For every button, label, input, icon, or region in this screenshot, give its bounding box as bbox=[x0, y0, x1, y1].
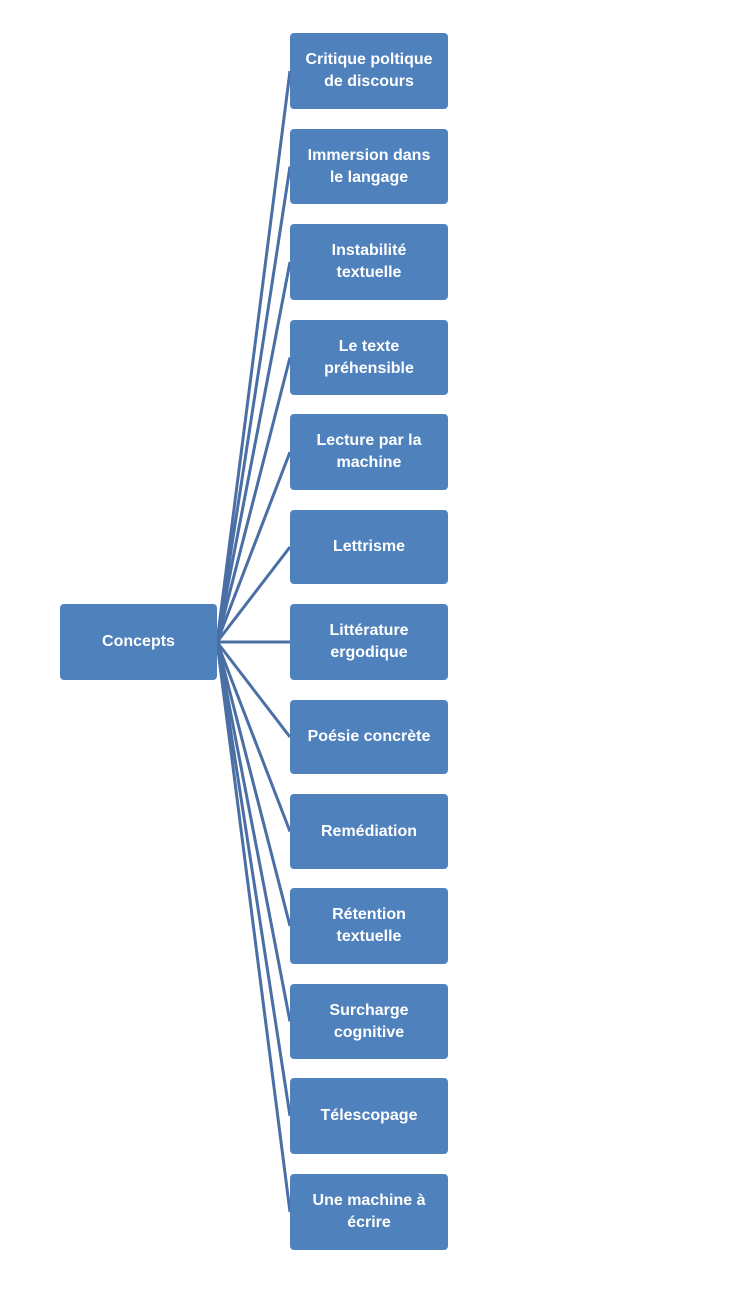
child-node-remediation[interactable]: Remédiation bbox=[290, 794, 448, 869]
connector-line bbox=[215, 451, 292, 643]
child-node-label: Le texte préhensible bbox=[324, 337, 414, 377]
connector-line bbox=[215, 641, 292, 927]
child-node-label: Littérature ergodique bbox=[329, 622, 409, 661]
connector-line bbox=[215, 641, 292, 738]
connector-line bbox=[215, 357, 292, 643]
child-node-label: Critique poltique de discours bbox=[305, 51, 433, 90]
child-node-label: Instabilité textuelle bbox=[331, 242, 407, 281]
connector-line bbox=[215, 261, 292, 643]
connector-line bbox=[215, 546, 292, 643]
root-node-label: Concepts bbox=[102, 633, 175, 650]
child-node-label: Poésie concrète bbox=[307, 728, 431, 745]
connector-line bbox=[215, 641, 292, 1213]
child-node-label: Surcharge cognitive bbox=[329, 1001, 409, 1041]
child-node-label: Immersion dans le langage bbox=[307, 146, 431, 186]
child-node-poesie-concrete[interactable]: Poésie concrète bbox=[290, 700, 448, 774]
connector-line bbox=[215, 641, 292, 1022]
child-node-lecture-machine[interactable]: Lecture par la machine bbox=[290, 414, 448, 490]
child-node-label: Une machine à écrire bbox=[312, 1192, 426, 1231]
child-node-machine-a-ecrire[interactable]: Une machine à écrire bbox=[290, 1174, 448, 1250]
child-node-label: Lecture par la machine bbox=[316, 432, 422, 471]
connector-line bbox=[215, 166, 292, 643]
child-node-retention-textuelle[interactable]: Rétention textuelle bbox=[290, 888, 448, 964]
connector-line bbox=[215, 641, 292, 1117]
child-node-label: Télescopage bbox=[320, 1107, 418, 1124]
child-node-lettrisme[interactable]: Lettrisme bbox=[290, 510, 448, 584]
child-node-surcharge-cognitive[interactable]: Surcharge cognitive bbox=[290, 984, 448, 1059]
child-node-instabilite[interactable]: Instabilité textuelle bbox=[290, 224, 448, 300]
child-node-label: Remédiation bbox=[320, 822, 417, 840]
child-node-texte-prehensible[interactable]: Le texte préhensible bbox=[290, 320, 448, 395]
child-node-litterature-ergodique[interactable]: Littérature ergodique bbox=[290, 604, 448, 680]
child-node-label: Rétention textuelle bbox=[332, 906, 406, 945]
child-node-telescopage[interactable]: Télescopage bbox=[290, 1078, 448, 1154]
root-node-concepts[interactable]: Concepts bbox=[60, 604, 217, 680]
child-node-label: Lettrisme bbox=[332, 538, 406, 555]
connector-line bbox=[215, 70, 292, 643]
connector-line bbox=[215, 641, 292, 833]
child-node-critique-politique[interactable]: Critique poltique de discours bbox=[290, 33, 448, 109]
child-node-immersion[interactable]: Immersion dans le langage bbox=[290, 129, 448, 204]
